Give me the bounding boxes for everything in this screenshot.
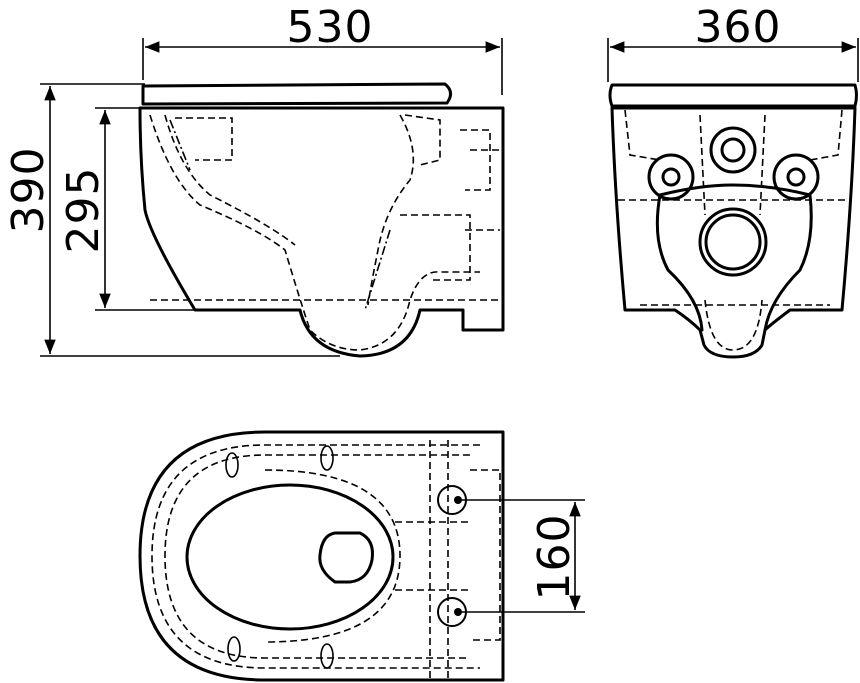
outline-top	[138, 430, 505, 682]
outlet-inner	[704, 213, 762, 271]
hidden-flush-channel	[175, 114, 500, 281]
front-view: 360	[607, 2, 859, 359]
seat-front	[608, 83, 858, 108]
seat-buffer	[320, 643, 334, 669]
rim-height-label: 295	[58, 167, 109, 254]
width-label: 360	[695, 2, 782, 53]
bowl-opening	[185, 483, 395, 631]
fixing-right	[772, 153, 820, 201]
fixing-spacing-label: 160	[529, 514, 580, 601]
outlet	[698, 207, 768, 277]
seat-lid	[141, 82, 452, 106]
fixing-right-inner	[786, 167, 806, 187]
hidden-channel	[264, 440, 501, 678]
body-front	[610, 106, 857, 359]
inner-shell	[655, 183, 813, 332]
side-view: 530 390 295	[3, 2, 505, 358]
seat-buffer	[320, 445, 334, 471]
hidden-front	[618, 109, 850, 351]
inlet-inner	[720, 137, 746, 163]
bowl-body	[138, 106, 505, 358]
total-height-label: 390	[3, 147, 54, 234]
seat-buffer	[225, 452, 239, 478]
hidden-trapway	[149, 114, 480, 351]
hidden-bowl	[150, 114, 500, 306]
seat-buffer	[227, 636, 241, 662]
top-view: 160	[138, 430, 585, 682]
fixing-left-inner	[661, 167, 681, 187]
inlet	[709, 126, 757, 174]
fixing-left	[647, 153, 695, 201]
water-surface	[318, 531, 374, 584]
length-label: 530	[287, 2, 374, 53]
hidden-rim	[151, 444, 480, 669]
centerline	[169, 119, 391, 311]
